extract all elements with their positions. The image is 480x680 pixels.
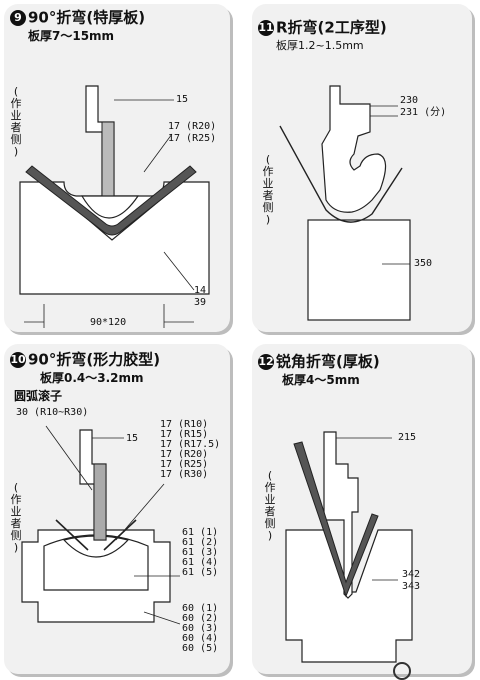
die-block: [307, 219, 411, 321]
label-343: 343: [402, 581, 421, 592]
panel-10-roller-spec: 30 (R10~R30): [16, 407, 89, 418]
panel-10-thickness: 板厚0.4～3.2mm: [40, 371, 144, 385]
panel-12-title: 锐角折弯(厚板): [276, 352, 380, 371]
label-230: 230: [400, 95, 419, 106]
sheet-plate: [25, 165, 197, 236]
panel-11-thickness: 板厚1.2~1.5mm: [276, 39, 364, 52]
r-list-item: 17 (R15): [160, 429, 209, 440]
label-342: 342: [402, 569, 421, 580]
panel-9-title: 90°折弯(特厚板): [28, 8, 146, 27]
list-60-item: 60 (4): [182, 633, 219, 644]
panel-12-drawing: [285, 431, 413, 663]
panel-10-roller: 圆弧滚子: [14, 389, 63, 403]
panel-11-drawing: [279, 85, 411, 321]
sheet-plate: [279, 125, 403, 223]
panel-9-operator-side: (作业者侧): [10, 85, 22, 158]
list-60-item: 60 (5): [182, 643, 219, 654]
r-list: 17 (R10) 17 (R15) 17 (R17.5) 17 (R20) 17…: [160, 420, 220, 480]
urethane-pad: [43, 534, 149, 591]
r-list-item: 17 (R20): [160, 449, 209, 460]
list-60-item: 60 (1): [182, 603, 219, 614]
panel-9-thickness: 板厚7～15mm: [28, 29, 115, 43]
panel-9-drawing: [19, 85, 210, 328]
list-61-item: 61 (3): [182, 547, 219, 558]
label-17-r20: 17 (R20): [168, 121, 217, 132]
roller: [62, 535, 130, 558]
punch-shank: [93, 463, 107, 541]
punch-round-tip: [80, 195, 140, 219]
label-17-r25: 17 (R25): [168, 133, 217, 144]
list-60-item: 60 (2): [182, 613, 219, 624]
panel-11-operator-side: (作业者侧): [262, 153, 274, 226]
label-15: 15: [176, 94, 189, 105]
list-61-item: 61 (1): [182, 527, 219, 538]
r-list-item: 17 (R30): [160, 469, 209, 480]
list-60: 60 (1) 60 (2) 60 (3) 60 (4) 60 (5): [182, 604, 218, 654]
punch-tool: [321, 85, 387, 213]
r-list-item: 17 (R17.5): [160, 439, 221, 450]
list-60-item: 60 (3): [182, 623, 219, 634]
panel-9-number: 9: [10, 10, 26, 26]
label-231: 231 (分): [400, 107, 447, 118]
label-350: 350: [414, 258, 433, 269]
panel-10-title: 90°折弯(形力胶型): [28, 350, 161, 369]
r-list-item: 17 (R25): [160, 459, 209, 470]
panel-10-operator-side: (作业者侧): [10, 481, 22, 554]
panel-12-number: 12: [258, 354, 274, 370]
sheet-plate: [293, 441, 379, 598]
panel-11-number: 11: [258, 20, 274, 36]
list-61-item: 61 (4): [182, 557, 219, 568]
label-14: 14: [194, 285, 207, 296]
label-215: 215: [398, 432, 417, 443]
label-39: 39: [194, 297, 207, 308]
list-61-item: 61 (2): [182, 537, 219, 548]
panel-12-operator-side: (作业者侧): [264, 469, 276, 542]
r-list-item: 17 (R10): [160, 419, 209, 430]
list-61: 61 (1) 61 (2) 61 (3) 61 (4) 61 (5): [182, 528, 218, 578]
panel-11-title: R折弯(2工序型): [276, 18, 387, 37]
punch-shank: [101, 121, 115, 197]
panel-12-thickness: 板厚4～5mm: [282, 373, 360, 387]
list-61-item: 61 (5): [182, 567, 219, 578]
label-15: 15: [126, 433, 139, 444]
panel-10-drawing: [21, 425, 181, 625]
label-90x120: 90*120: [90, 317, 127, 328]
panel-10-number: 10: [10, 352, 26, 368]
punch-tool: [323, 431, 359, 599]
watermark-ring: [393, 662, 411, 680]
